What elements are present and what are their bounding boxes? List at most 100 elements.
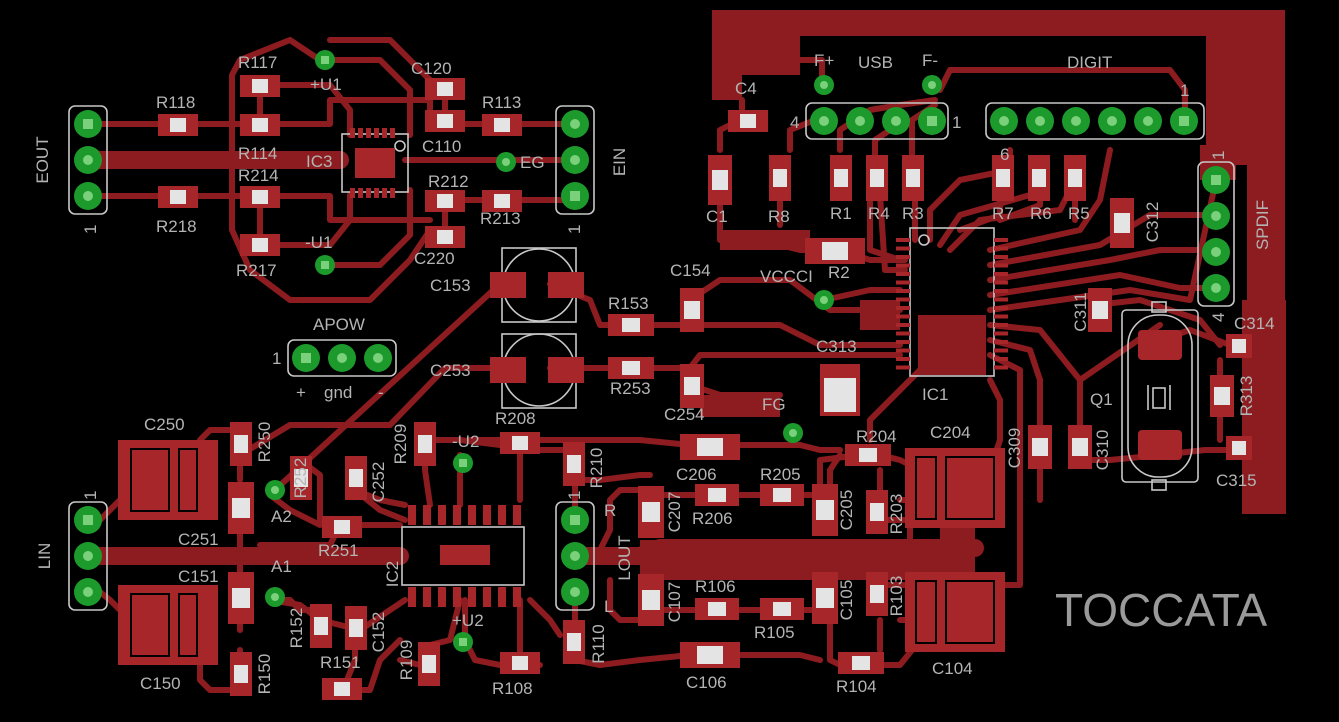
pin-lin-1: 1 (81, 491, 100, 500)
lbl-c204: C204 (930, 423, 971, 442)
ic1-pour-left (860, 300, 900, 330)
part-r313 (1210, 375, 1234, 417)
lout-header (555, 501, 595, 611)
part-c311 (1088, 288, 1112, 332)
part-r4 (866, 155, 888, 201)
lbl-r208: R208 (495, 409, 536, 428)
digital-ground-pour (712, 10, 1285, 514)
part-r210 (563, 442, 585, 486)
part-c220 (425, 226, 465, 248)
lout-l: L (604, 597, 613, 616)
lbl-c152: C152 (369, 612, 388, 653)
part-c207 (638, 486, 664, 538)
part-c253 (490, 333, 584, 409)
lbl-r212: R212 (428, 172, 469, 191)
lbl-r218: R218 (156, 217, 197, 236)
part-r3 (902, 155, 924, 201)
tp-label-f-minus: F- (922, 51, 938, 70)
tp-minus-u2 (453, 453, 473, 473)
lbl-c207: C207 (665, 492, 684, 533)
part-c250 (118, 440, 218, 520)
lbl-c312: C312 (1143, 202, 1162, 243)
part-c205 (812, 484, 838, 536)
part-r6 (1028, 155, 1050, 201)
lbl-r114: R114 (238, 144, 277, 163)
test-points (265, 50, 942, 652)
part-r8 (769, 155, 791, 201)
tp-label-a2: A2 (271, 507, 292, 526)
tp-f-plus (814, 75, 834, 95)
pin-spdif-4: 4 (1209, 313, 1228, 322)
ic-label-ic1: IC1 (922, 385, 948, 404)
lout-r: R (604, 501, 616, 520)
part-c154 (680, 288, 704, 332)
part-c310 (1068, 425, 1092, 469)
pin-lout-1: 1 (565, 491, 584, 500)
apow-minus: - (378, 383, 384, 402)
lbl-c314: C314 (1234, 314, 1275, 333)
ic-label-q1: Q1 (1090, 390, 1113, 409)
lbl-r113: R113 (482, 93, 521, 112)
lbl-c309: C309 (1005, 428, 1024, 469)
silkscreen-text: TOCCATA EOUT EIN LIN LOUT SPDIF APOW USB… (33, 51, 1275, 698)
lbl-r252: R252 (291, 458, 310, 499)
part-r251 (322, 516, 362, 538)
label-lin: LIN (35, 543, 54, 569)
lbl-c252: C252 (369, 462, 388, 503)
tp-a1 (265, 587, 285, 607)
lbl-c154: C154 (670, 261, 711, 280)
part-c150 (118, 585, 218, 665)
part-r218 (158, 186, 198, 208)
lbl-r7: R7 (992, 204, 1014, 223)
lbl-c104: C104 (932, 659, 973, 678)
lbl-r253: R253 (610, 379, 651, 398)
part-c204 (905, 448, 1005, 528)
lbl-r1: R1 (830, 204, 852, 223)
lbl-r205: R205 (760, 465, 801, 484)
lbl-r118: R118 (156, 93, 195, 112)
ic1-package (896, 227, 1008, 377)
tp-label-fg: FG (762, 395, 786, 414)
lbl-c120: C120 (411, 59, 452, 78)
part-r109 (418, 642, 440, 686)
lbl-r150: R150 (255, 654, 274, 695)
lbl-r2: R2 (828, 263, 850, 282)
tp-plus-u2 (453, 632, 473, 652)
tp-vccci (814, 290, 834, 310)
lbl-r209: R209 (391, 424, 410, 465)
tp-plus-u1 (315, 50, 335, 70)
lbl-r5: R5 (1068, 204, 1090, 223)
tp-label-minus-u2: -U2 (452, 432, 479, 451)
label-apow: APOW (313, 315, 365, 334)
lbl-r151: R151 (320, 653, 361, 672)
lbl-r210: R210 (587, 448, 606, 489)
part-c110 (425, 110, 465, 132)
lbl-r214: R214 (238, 166, 279, 185)
connector-headers (68, 102, 1235, 611)
lbl-r109: R109 (397, 640, 416, 681)
part-c313 (820, 364, 860, 416)
part-r152 (310, 604, 332, 648)
lbl-r152: R152 (287, 608, 306, 649)
pin-digit-1: 1 (1180, 81, 1189, 100)
lbl-r204: R204 (856, 427, 897, 446)
part-r217 (240, 234, 280, 256)
tp-label-f-plus: F+ (814, 51, 834, 70)
lbl-r203: R203 (887, 494, 906, 535)
tp-label-a1: A1 (271, 557, 292, 576)
smd-horizontal (158, 75, 891, 700)
tp-label-plus-u1: +U1 (310, 75, 342, 94)
part-r250 (230, 422, 252, 466)
label-ein: EIN (610, 148, 629, 176)
digit-header (985, 102, 1205, 140)
part-c315 (1226, 436, 1252, 460)
lbl-r106: R106 (695, 577, 736, 596)
part-c104 (905, 572, 1005, 652)
part-r104 (838, 652, 884, 674)
part-r209 (414, 422, 436, 466)
lbl-c315: C315 (1216, 471, 1257, 490)
part-c206 (680, 434, 740, 460)
lbl-r213: R213 (480, 209, 521, 228)
